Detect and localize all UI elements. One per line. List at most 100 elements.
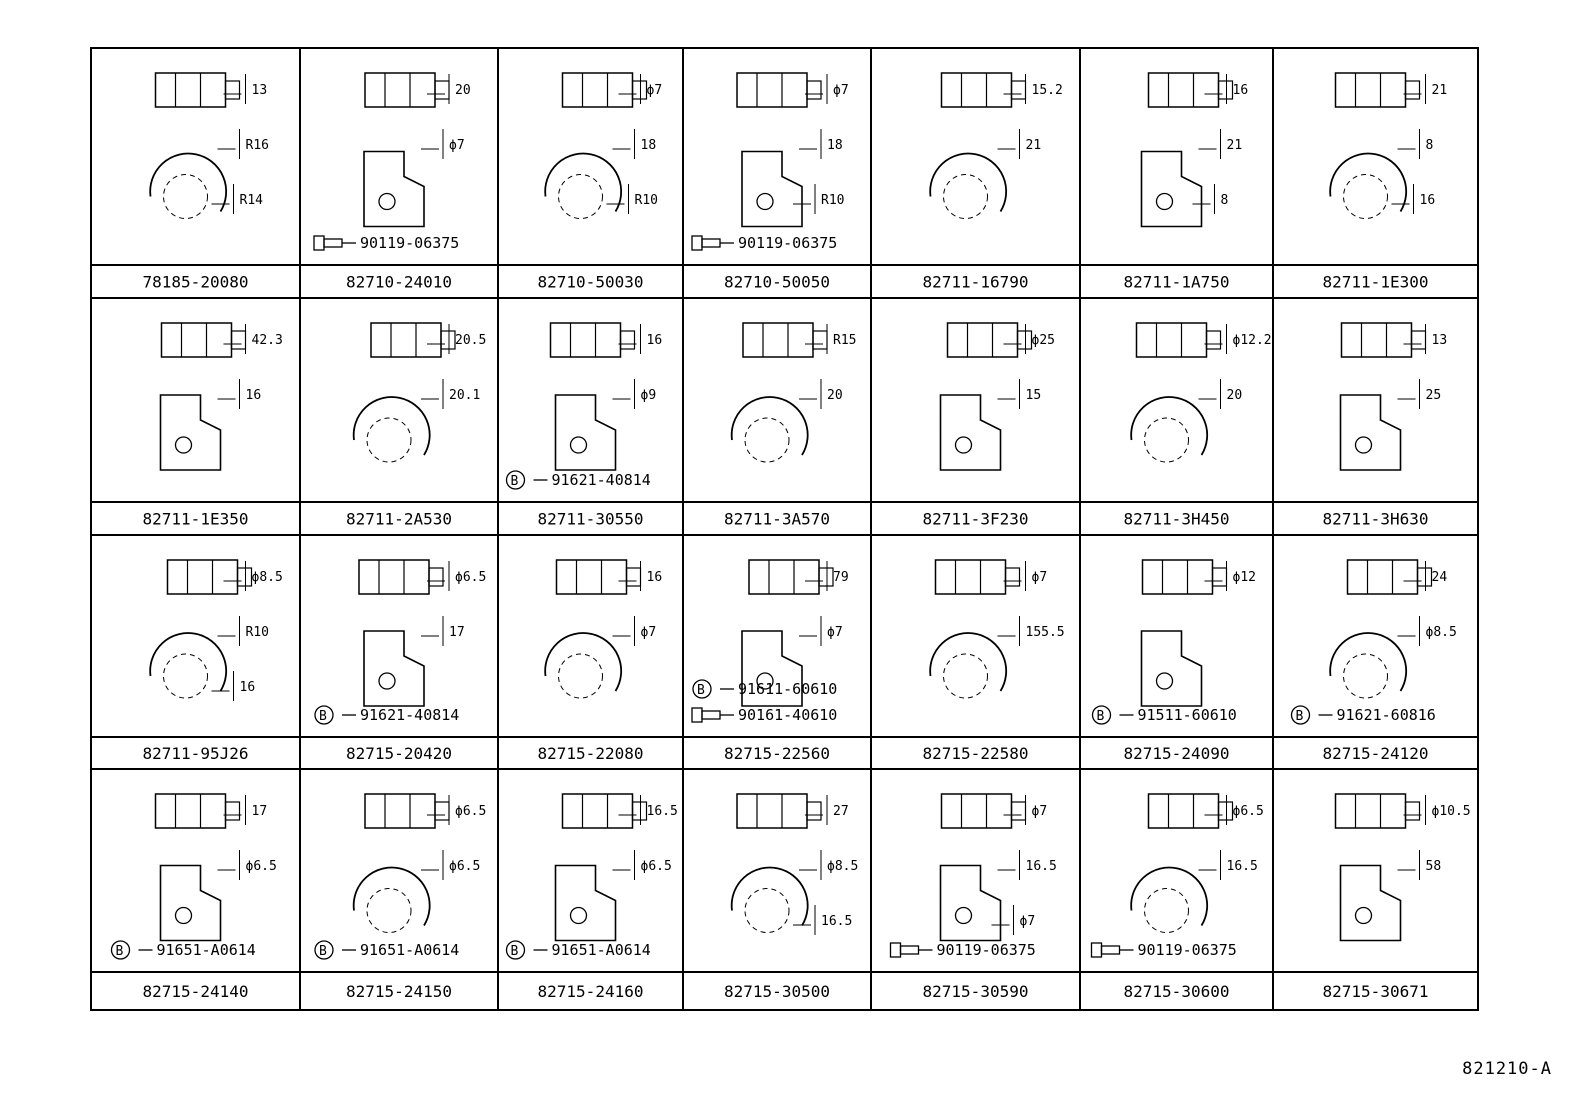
dimension-label: 8	[1221, 193, 1229, 208]
hardware-part-number: 91621-60816	[1337, 706, 1436, 724]
dimension-label: ϕ7	[827, 625, 843, 640]
dimension-label: 16	[1233, 83, 1249, 98]
part-cell[interactable]: 16 21 8 82711-1A750	[1124, 72, 1249, 292]
dimension-label: R16	[246, 138, 269, 153]
dimension-label: ϕ6.5	[449, 859, 480, 874]
dimension-label: ϕ6.5	[246, 859, 277, 874]
dimension-label: ϕ6.5	[641, 859, 672, 874]
dimension-label: ϕ12	[1233, 570, 1256, 585]
bolt-symbol-icon: B	[511, 474, 519, 489]
part-cell[interactable]: 42.3 16 82711-1E350	[143, 322, 283, 529]
dimension-label: R14	[240, 193, 264, 208]
part-number-label: 82711-3A570	[724, 510, 830, 529]
dimension-label: 21	[1026, 138, 1042, 153]
dimension-label: 17	[449, 625, 465, 640]
part-number-label: 82715-24090	[1124, 744, 1230, 763]
dimension-label: ϕ7	[833, 83, 849, 98]
hardware-part-number: 91621-40814	[552, 471, 651, 489]
dimension-label: 24	[1432, 570, 1448, 585]
dimension-label: ϕ6.5	[455, 804, 486, 819]
dimension-label: 15	[1026, 388, 1042, 403]
dimension-label: 18	[827, 138, 843, 153]
part-cell[interactable]: ϕ25 15 82711-3F230	[923, 322, 1055, 529]
dimension-label: ϕ9	[641, 388, 657, 403]
dimension-label: 58	[1426, 859, 1442, 874]
bolt-symbol-icon: B	[1097, 709, 1105, 724]
dimension-label: 21	[1227, 138, 1243, 153]
dimension-label: 17	[252, 804, 268, 819]
dimension-label: R10	[821, 193, 844, 208]
dimension-label: R10	[635, 193, 658, 208]
part-number-label: 82715-22580	[923, 744, 1029, 763]
dimension-label: 16.5	[1026, 859, 1057, 874]
bolt-symbol-icon: B	[319, 944, 327, 959]
hardware-part-number: 91621-40814	[360, 706, 459, 724]
part-number-label: 82711-3H630	[1323, 510, 1429, 529]
dimension-label: ϕ10.5	[1432, 804, 1471, 819]
dimension-label: ϕ6.5	[1233, 804, 1264, 819]
hardware-part-number: 91651-A0614	[360, 941, 459, 959]
part-number-label: 82715-24120	[1323, 744, 1429, 763]
dimension-label: 20.1	[449, 388, 480, 403]
part-cell[interactable]: 20.5 20.1 82711-2A530	[346, 322, 486, 529]
dimension-label: ϕ8.5	[252, 570, 283, 585]
dimension-label: 16.5	[1227, 859, 1258, 874]
bolt-symbol-icon: B	[511, 944, 519, 959]
dimension-label: R10	[246, 625, 269, 640]
part-number-label: 82715-24150	[346, 982, 452, 1001]
dimension-label: ϕ8.5	[1426, 625, 1457, 640]
dimension-label: 16.5	[647, 804, 678, 819]
part-number-label: 82711-2A530	[346, 510, 452, 529]
dimension-label: ϕ25	[1032, 333, 1055, 348]
part-number-label: 82715-24160	[538, 982, 644, 1001]
part-number-label: 82715-22080	[538, 744, 644, 763]
dimension-label: ϕ7	[641, 625, 657, 640]
part-number-label: 82710-50050	[724, 273, 830, 292]
part-number-label: 82711-1A750	[1124, 273, 1230, 292]
dimension-label: 8	[1426, 138, 1434, 153]
part-cell[interactable]: ϕ7 155.5 82715-22580	[923, 559, 1065, 763]
hardware-part-number: 90119-06375	[738, 234, 837, 252]
part-number-label: 82711-3H450	[1124, 510, 1230, 529]
dimension-label: 13	[252, 83, 268, 98]
part-number-label: 78185-20080	[143, 273, 249, 292]
part-number-label: 82715-24140	[143, 982, 249, 1001]
dimension-label: 16	[240, 680, 256, 695]
dimension-label: 20	[827, 388, 843, 403]
dimension-label: 16	[246, 388, 262, 403]
part-number-label: 82715-30590	[923, 982, 1029, 1001]
dimension-label: 155.5	[1026, 625, 1065, 640]
dimension-label: 21	[1432, 83, 1448, 98]
part-cell[interactable]: ϕ6.5 ϕ6.5B 91651-A0614 82715-24150	[314, 793, 486, 1001]
dimension-label: 20.5	[455, 333, 486, 348]
part-number-label: 82711-95J26	[143, 744, 249, 763]
bolt-symbol-icon: B	[697, 683, 705, 698]
part-number-label: 82711-1E350	[143, 510, 249, 529]
dimension-label: 42.3	[252, 333, 283, 348]
part-number-label: 82711-3F230	[923, 510, 1029, 529]
dimension-label: ϕ7	[1032, 570, 1048, 585]
